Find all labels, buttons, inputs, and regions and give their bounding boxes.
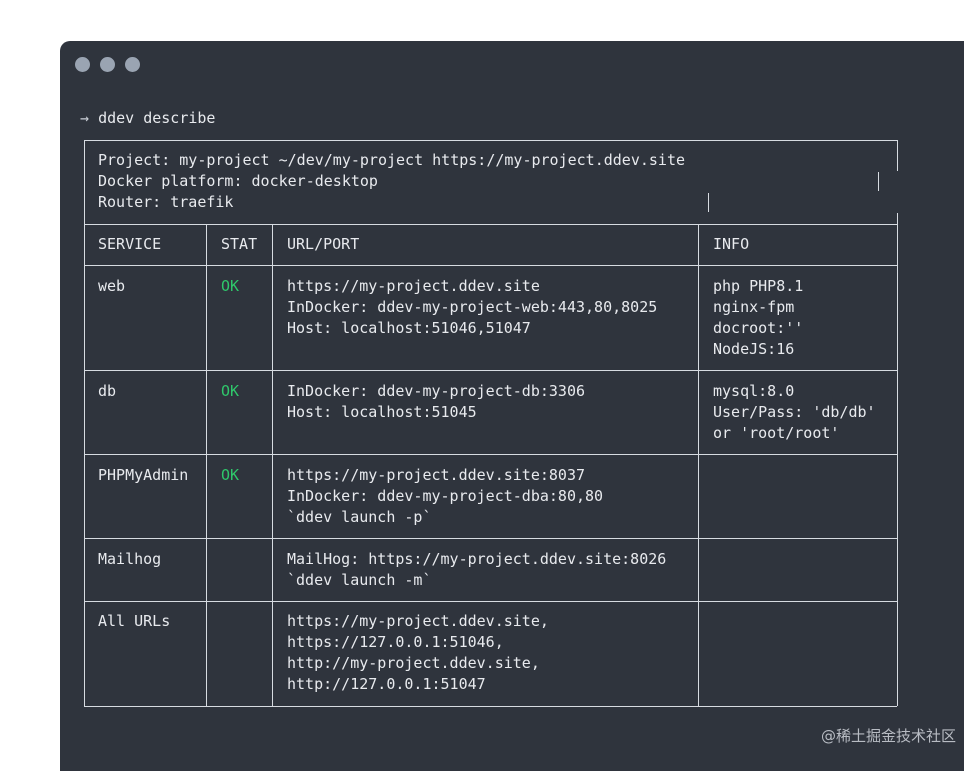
column-divider [272, 224, 273, 706]
table-border-left [84, 140, 85, 706]
status-ok: OK [221, 277, 240, 295]
service-name: PHPMyAdmin [98, 466, 189, 484]
table-border-row [84, 454, 897, 455]
command-text: ddev describe [98, 109, 216, 127]
url-port-cell[interactable]: https://my-project.ddev.site InDocker: d… [287, 277, 658, 337]
url-port-cell[interactable]: InDocker: ddev-my-project-db:3306 Host: … [287, 382, 586, 421]
service-name: Mailhog [98, 550, 162, 568]
window-controls [75, 57, 140, 72]
zoom-window-button[interactable] [125, 57, 140, 72]
info-cell: mysql:8.0 User/Pass: 'db/db' or 'root/ro… [713, 382, 876, 442]
table-border-right [897, 140, 898, 171]
table-border-row [84, 601, 897, 602]
docker-platform-line: Docker platform: docker-desktop [98, 172, 378, 190]
status-ok: OK [221, 382, 240, 400]
table-border-row [84, 265, 897, 266]
table-border-top [84, 140, 897, 141]
project-line: Project: my-project ~/dev/my-project htt… [98, 151, 685, 169]
url-port-cell[interactable]: https://my-project.ddev.site, https://12… [287, 612, 549, 693]
column-header-info: INFO [713, 235, 750, 253]
table-border-fragment [878, 172, 879, 191]
column-header-stat: STAT [221, 235, 258, 253]
table-border-row [84, 370, 897, 371]
column-header-service: SERVICE [98, 235, 162, 253]
column-divider [206, 224, 207, 706]
info-cell: php PHP8.1 nginx-fpm docroot:'' NodeJS:1… [713, 277, 804, 358]
url-port-cell[interactable]: https://my-project.ddev.site:8037 InDock… [287, 466, 604, 526]
column-header-url-port: URL/PORT [287, 235, 360, 253]
table-border-row [84, 538, 897, 539]
command-line: → ddev describe [80, 108, 215, 129]
close-window-button[interactable] [75, 57, 90, 72]
prompt-arrow-icon: → [80, 109, 90, 127]
table-border-right [897, 213, 898, 706]
service-name: All URLs [98, 612, 171, 630]
project-info: Project: my-project ~/dev/my-project htt… [98, 150, 685, 213]
url-port-cell[interactable]: MailHog: https://my-project.ddev.site:80… [287, 550, 667, 589]
service-name: db [98, 382, 117, 400]
table-border-header [84, 224, 897, 225]
table-border-bottom [84, 706, 897, 707]
terminal-window: → ddev describe Project: my-project ~/de… [60, 41, 964, 771]
minimize-window-button[interactable] [100, 57, 115, 72]
router-line: Router: traefik [98, 193, 234, 211]
service-name: web [98, 277, 126, 295]
column-divider [698, 224, 699, 706]
watermark: @稀土掘金技术社区 [820, 727, 956, 745]
table-border-fragment [708, 193, 709, 212]
status-ok: OK [221, 466, 240, 484]
